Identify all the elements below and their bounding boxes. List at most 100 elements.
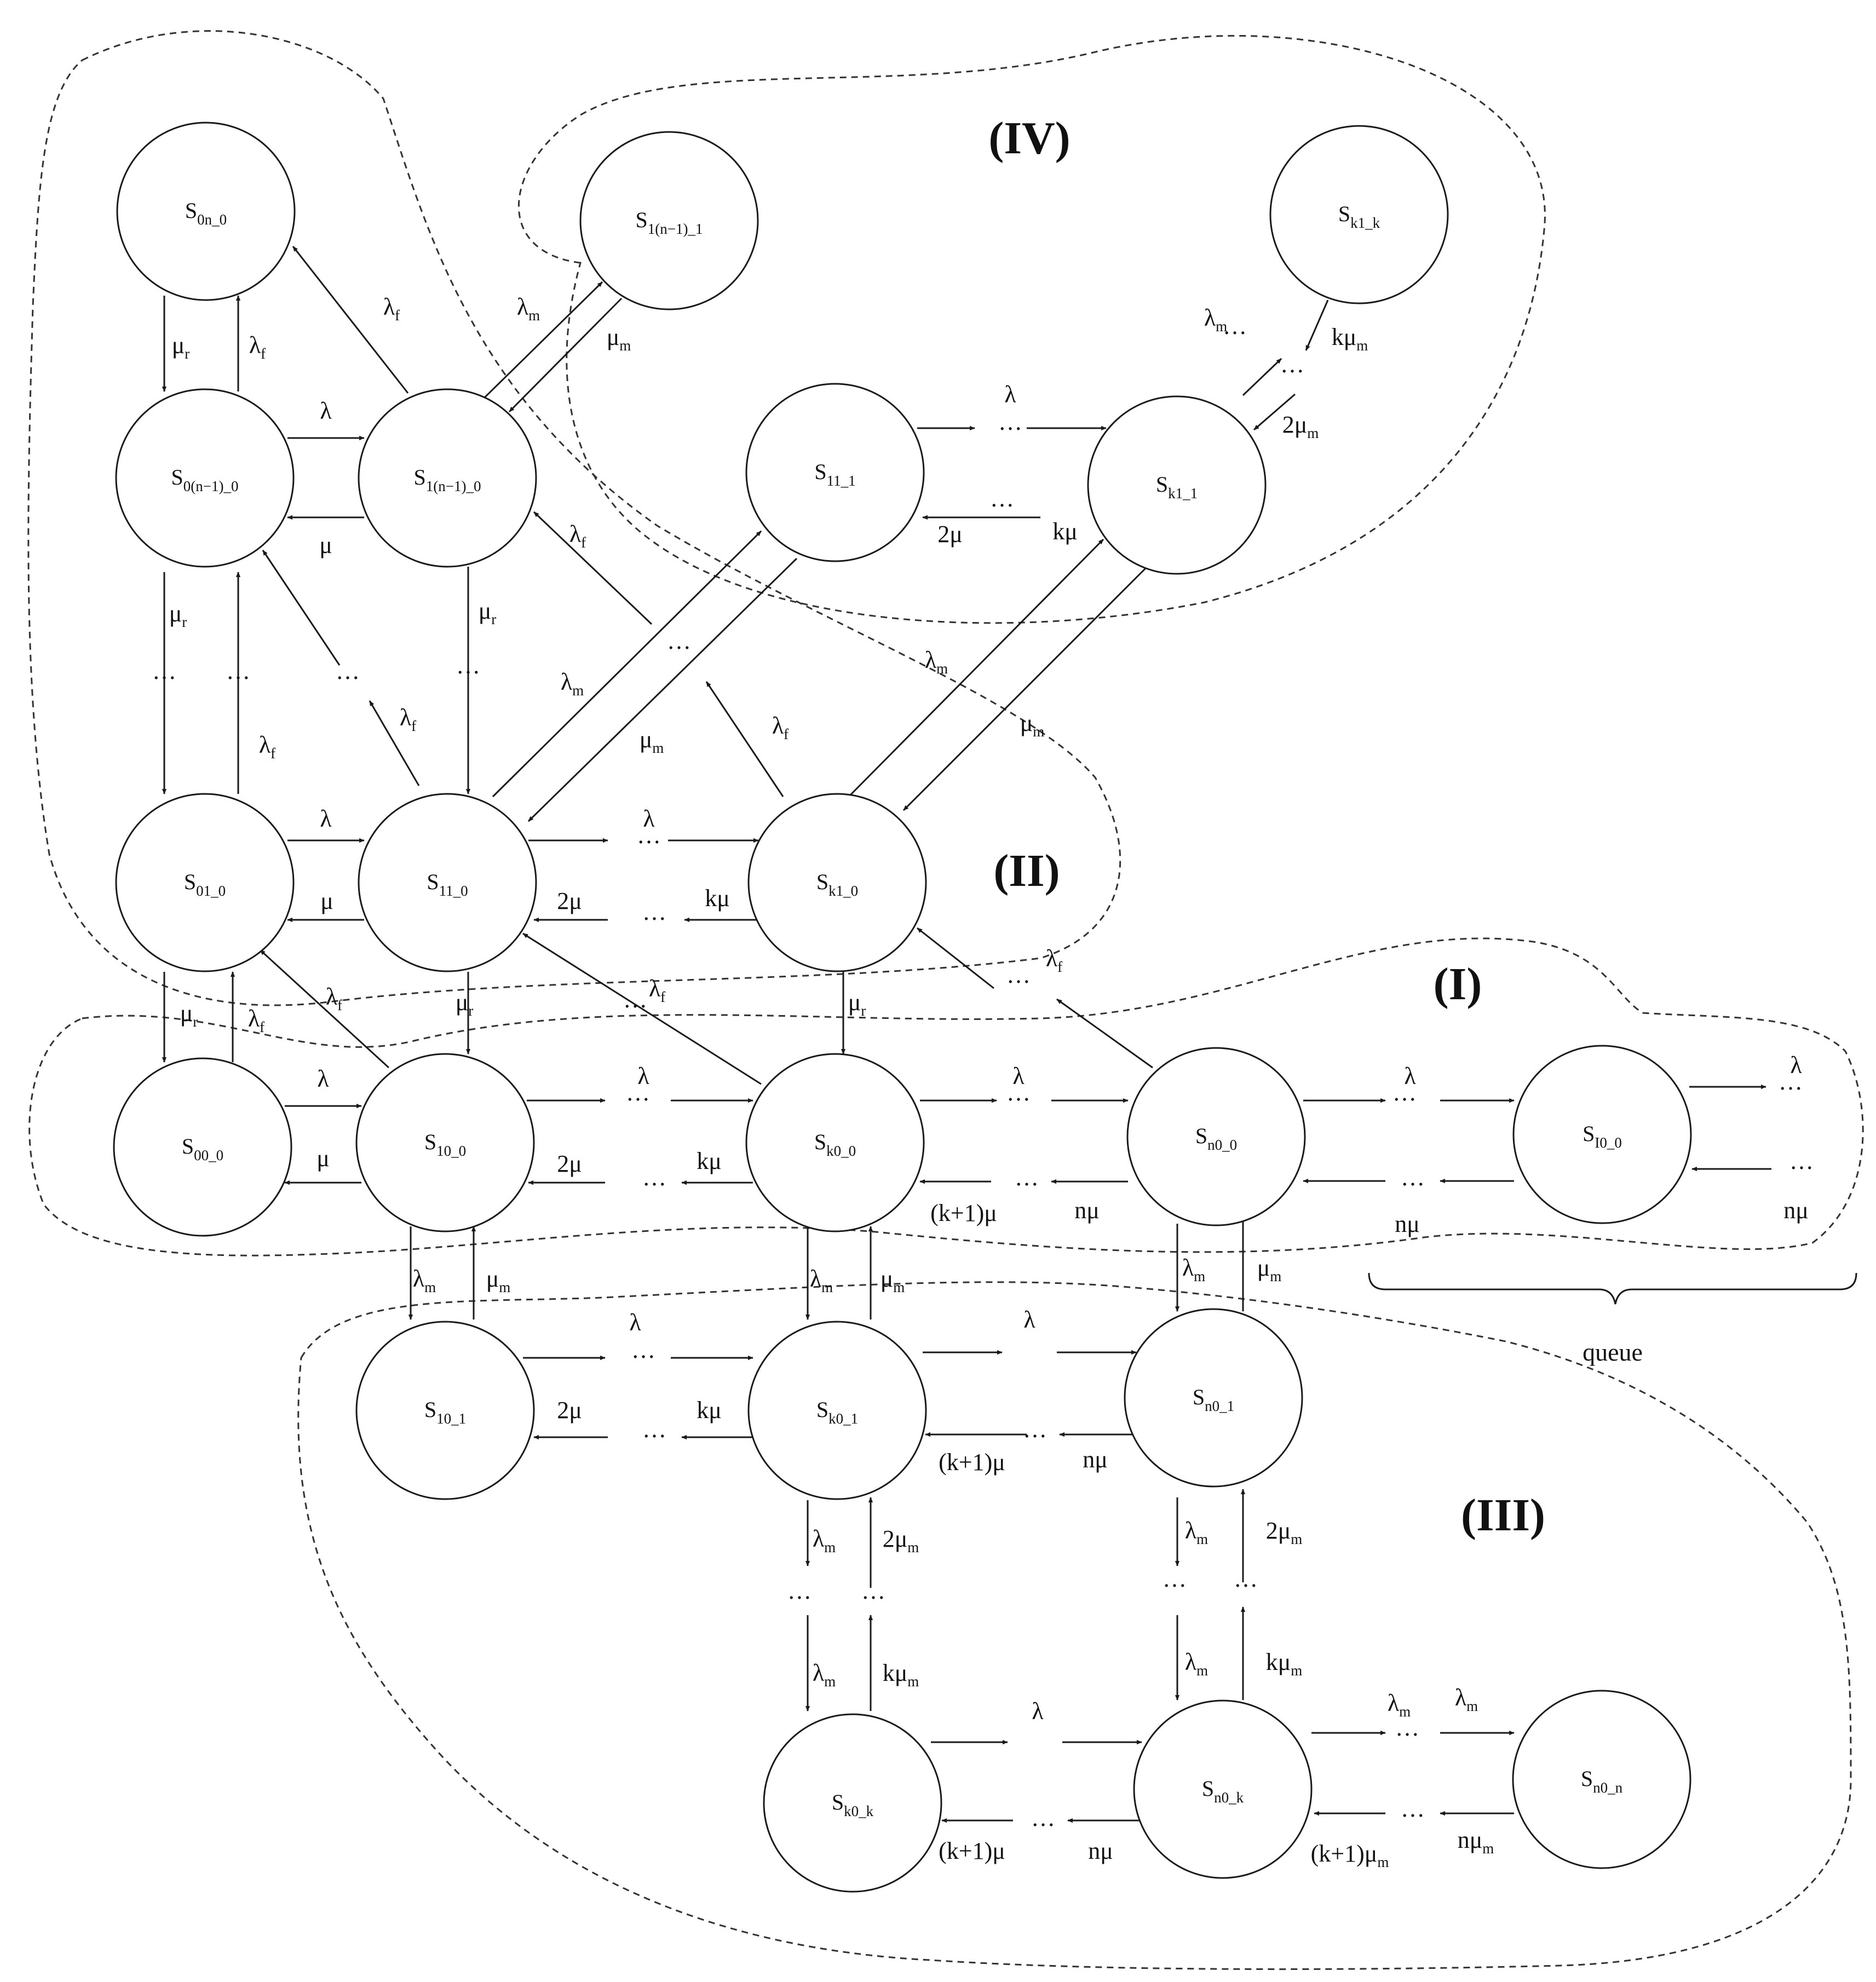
region-iii-boundary: [297, 1281, 1852, 1971]
rate-label: kμm: [1266, 1649, 1303, 1679]
rate-label: kμm: [883, 1660, 919, 1690]
rate-label: nμ: [1088, 1837, 1113, 1864]
rate-label: λ: [629, 1309, 641, 1336]
state-label: S1(n−1)_0: [414, 465, 481, 494]
rate-label: (k+1)μ: [930, 1200, 997, 1226]
transition-arrow: [1253, 393, 1296, 431]
state-s000: S00_0: [113, 1057, 292, 1237]
state-s1n11: S1(n−1)_1: [579, 131, 759, 310]
rate-label: λf: [259, 731, 275, 762]
rate-label: μr: [479, 597, 497, 627]
ellipsis: …: [152, 658, 176, 684]
region-i-boundary: [28, 937, 1864, 1257]
state-sk00: Sk0_0: [745, 1053, 925, 1232]
state-label: S11_1: [814, 459, 855, 489]
ellipsis: …: [1015, 1164, 1039, 1191]
state-circle: [747, 1321, 927, 1500]
rate-label: λf: [772, 712, 789, 742]
state-sI0: SI0_0: [1512, 1045, 1692, 1224]
state-sk0k: Sk0_k: [763, 1713, 942, 1893]
region-label-iii: (III): [1461, 1490, 1545, 1541]
ellipsis: …: [1280, 351, 1304, 378]
state-circle: [1512, 1045, 1692, 1224]
rate-label: nμ: [1395, 1211, 1420, 1237]
ellipsis: …: [1779, 1068, 1803, 1095]
state-sk11: Sk1_1: [1087, 395, 1267, 575]
ellipsis: …: [998, 408, 1022, 435]
region-boundaries: [27, 30, 1864, 1971]
rate-label: 2μm: [883, 1525, 919, 1555]
rate-label: λm: [813, 1660, 836, 1690]
state-label: Sk0_k: [832, 1790, 874, 1819]
rate-label: μm: [1020, 710, 1045, 740]
transition-arrow: [508, 297, 623, 413]
state-sn0n: Sn0_n: [1512, 1690, 1691, 1869]
transition-arrow: [522, 932, 762, 1085]
rate-label: λf: [248, 1005, 264, 1035]
state-circle: [116, 122, 296, 301]
rate-label: λ: [637, 1063, 649, 1090]
transition-arrow: [533, 511, 653, 625]
state-label: S1(n−1)_1: [636, 208, 703, 237]
state-circle: [1087, 395, 1267, 575]
state-circle: [763, 1713, 942, 1893]
state-sk10: Sk1_0: [747, 793, 927, 972]
rate-label: λf: [569, 521, 586, 551]
rate-label: μr: [172, 332, 190, 362]
ellipsis-markers: …………………………………………………………………………………: [152, 313, 1814, 1831]
state-sk1k: Sk1_k: [1269, 125, 1449, 304]
state-label: Sk0_1: [816, 1397, 858, 1427]
rate-label: λ: [643, 805, 655, 832]
transition-arrow: [1305, 299, 1329, 351]
transition-arrow: [1242, 358, 1282, 396]
rate-label: λm: [1182, 1254, 1205, 1284]
state-circle: [1269, 125, 1449, 304]
transition-arrow: [262, 550, 341, 666]
rate-label: 2μ: [557, 888, 582, 914]
rate-label: λm: [925, 647, 948, 677]
rate-label: λ: [1012, 1063, 1025, 1090]
queue-brace: [1368, 1272, 1857, 1305]
ellipsis: …: [642, 1164, 666, 1191]
state-circle: [358, 793, 537, 972]
rate-label: nμ: [1083, 1446, 1108, 1473]
ellipsis: …: [667, 627, 691, 654]
rate-label: 2μm: [1282, 411, 1319, 441]
rate-label: 2μ: [557, 1397, 582, 1424]
state-circle: [745, 1053, 925, 1232]
state-label: S00_0: [182, 1134, 223, 1163]
state-sn01: Sn0_1: [1124, 1308, 1303, 1488]
rate-label: λm: [810, 1265, 833, 1295]
ellipsis: …: [1401, 1164, 1425, 1191]
ellipsis: …: [1163, 1565, 1187, 1592]
transition-arrow: [705, 681, 784, 797]
state-label: S10_1: [424, 1397, 466, 1427]
ellipsis: …: [1223, 313, 1247, 339]
rate-label: λ: [320, 805, 332, 832]
rate-label: λ: [1790, 1052, 1802, 1079]
state-circle: [115, 793, 295, 972]
region-label-iv: (IV): [988, 113, 1070, 164]
rate-label: λf: [249, 332, 266, 362]
rate-label: λm: [1388, 1690, 1411, 1720]
state-label: S0(n−1)_0: [171, 465, 239, 494]
ellipsis: …: [787, 1577, 812, 1604]
rate-label: λf: [649, 975, 665, 1005]
ellipsis: …: [1006, 1079, 1031, 1106]
state-label: Sn0_0: [1195, 1123, 1237, 1153]
ellipsis: …: [1234, 1565, 1258, 1592]
state-circle: [579, 131, 759, 310]
rate-label: λ: [320, 397, 332, 424]
transition-arrow: [369, 700, 420, 786]
region-label-i: (I): [1434, 959, 1482, 1010]
ellipsis: …: [456, 652, 480, 679]
state-label: S10_0: [424, 1130, 466, 1159]
rate-label: λ: [317, 1065, 329, 1092]
rate-label: λ: [1032, 1698, 1044, 1725]
ellipsis: …: [336, 658, 360, 684]
state-circle: [1126, 1047, 1306, 1226]
queue-label: queue: [1582, 1338, 1643, 1366]
rate-label: λm: [561, 669, 584, 699]
state-circle: [115, 388, 295, 568]
